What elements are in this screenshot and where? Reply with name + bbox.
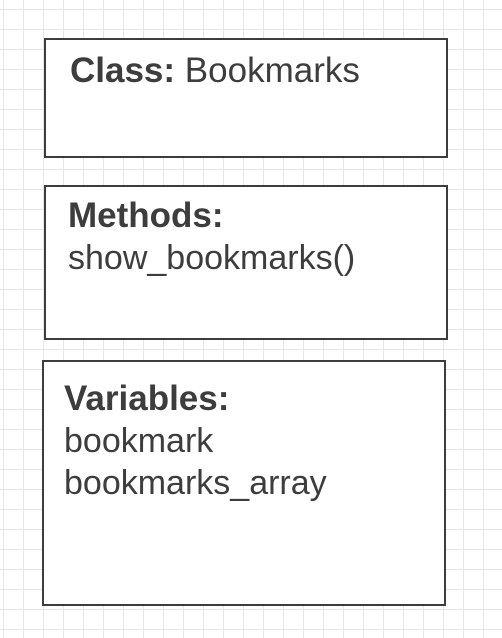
class-title: Class: Bookmarks bbox=[70, 51, 360, 91]
method-item: show_bookmarks() bbox=[68, 239, 356, 277]
variables-content: Variables: bookmark bookmarks_array bbox=[64, 378, 327, 504]
methods-label: Methods: bbox=[68, 196, 224, 235]
class-label: Class: bbox=[70, 51, 176, 90]
methods-content: Methods: show_bookmarks() bbox=[68, 195, 355, 279]
variable-item: bookmarks_array bbox=[64, 464, 327, 502]
class-name: Bookmarks bbox=[184, 51, 360, 90]
variables-label: Variables: bbox=[64, 379, 230, 418]
methods-box[interactable]: Methods: show_bookmarks() bbox=[44, 185, 448, 340]
class-box[interactable]: Class: Bookmarks bbox=[44, 38, 448, 158]
variables-box[interactable]: Variables: bookmark bookmarks_array bbox=[42, 360, 446, 606]
variable-item: bookmark bbox=[64, 422, 214, 460]
